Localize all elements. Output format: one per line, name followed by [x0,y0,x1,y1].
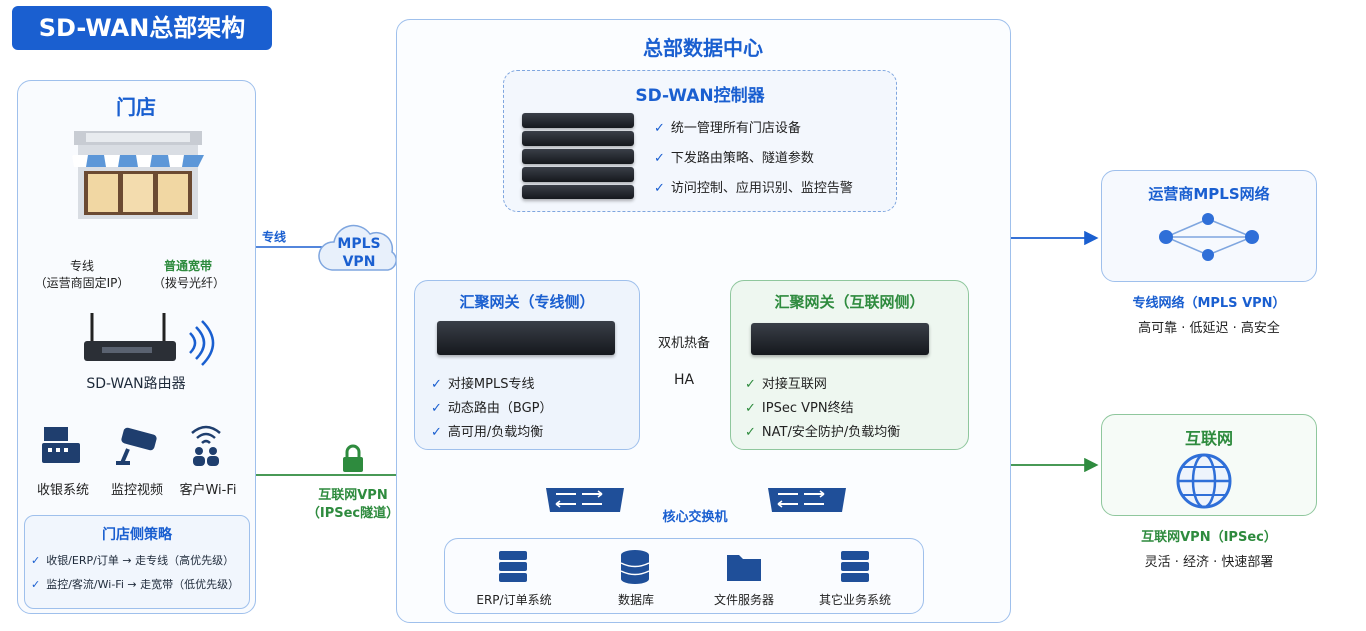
mpls-cloud-label-2: VPN [342,254,376,270]
check-icon: ✓ [654,151,665,166]
router-icon [84,313,215,366]
check-icon: ✓ [31,554,41,567]
dedicated-line-label: 专线 [69,259,94,273]
check-icon: ✓ [745,425,756,440]
policy-item: ✓收银/ERP/订单 → 走专线（高优先级） [31,554,235,567]
check-icon: ✓ [654,181,665,196]
check-icon: ✓ [431,377,442,392]
broadband-note: （拨号光纤） [152,276,225,290]
folder-icon [727,555,761,581]
mpls-features: 高可靠 · 低延迟 · 高安全 [1138,321,1280,336]
datacenter-heading: 总部数据中心 [643,36,763,60]
core-switch-icon [768,488,846,512]
device-wifi-label: 客户Wi-Fi [179,483,237,498]
device-pos-label: 收银系统 [36,483,89,498]
erp-server-icon [499,551,527,582]
service-label: ERP/订单系统 [476,593,552,607]
gateway-dedicated-panel: 汇聚网关（专线侧） ✓对接MPLS专线 ✓动态路由（BGP） ✓高可用/负载均衡 [414,280,640,450]
mpls-cloud-icon [318,224,397,271]
gateway-internet-title: 汇聚网关（互联网侧） [774,293,925,311]
ha-label-2: HA [673,372,695,388]
check-icon: ✓ [431,401,442,416]
check-icon: ✓ [745,401,756,416]
controller-item: ✓统一管理所有门店设备 [654,121,801,136]
cctv-camera-icon [116,427,157,465]
dedicated-link-label: 专线 [262,230,287,244]
gateway-item: ✓IPSec VPN终结 [745,401,854,416]
other-systems-icon [841,551,869,582]
policy-title: 门店侧策略 [102,527,172,543]
page-title: SD-WAN总部架构 [12,6,272,50]
storefront-icon [72,131,204,219]
router-label: SD-WAN路由器 [86,376,186,392]
vpn-link-note: （IPSec隧道） [306,506,400,521]
controller-item: ✓下发路由策略、隧道参数 [654,151,814,166]
controller-rack-icon [522,113,634,199]
internet-caption: 互联网VPN（IPSec） [1141,530,1277,545]
mpls-cloud-label: MPLS [337,236,381,252]
gateway-device-icon [751,323,929,355]
cash-register-icon [42,427,80,463]
mpls-network-panel: 运营商MPLS网络 [1101,170,1317,282]
broadband-label: 普通宽带 [163,259,212,273]
ha-label: 双机热备 [657,336,710,351]
gateway-item: ✓动态路由（BGP） [431,401,553,416]
gateway-device-icon [437,321,615,355]
mpls-caption: 专线网络（MPLS VPN） [1132,296,1286,311]
store-heading: 门店 [116,95,156,119]
core-switch-icon [546,488,624,512]
controller-item: ✓访问控制、应用识别、监控告警 [654,181,853,196]
dedicated-line-note: （运营商固定IP） [34,276,130,290]
internet-features: 灵活 · 经济 · 快速部署 [1144,555,1274,570]
service-label: 数据库 [617,593,654,607]
services-panel: ERP/订单系统 数据库 文件服务器 其它业务系统 [444,538,924,614]
check-icon: ✓ [31,578,41,591]
store-policy-panel: 门店侧策略 ✓收银/ERP/订单 → 走专线（高优先级） ✓监控/客流/Wi-F… [24,515,250,609]
device-video-label: 监控视频 [110,483,163,498]
mpls-network-title: 运营商MPLS网络 [1148,185,1270,203]
gateway-item: ✓NAT/安全防护/负载均衡 [745,425,901,440]
globe-icon [1176,453,1232,509]
mpls-topology-icon [1159,213,1259,261]
core-switch-label: 核心交换机 [662,510,728,525]
vpn-link-label: 互联网VPN [318,488,388,503]
gateway-item: ✓对接互联网 [745,377,827,392]
controller-panel: SD-WAN控制器 ✓统一管理所有门店设备 ✓下发路由策略、隧道参数 ✓访问控制… [503,70,897,212]
service-label: 其它业务系统 [818,593,891,607]
service-label: 文件服务器 [713,593,774,607]
internet-title: 互联网 [1184,429,1233,448]
check-icon: ✓ [745,377,756,392]
check-icon: ✓ [654,121,665,136]
lock-icon [343,444,363,472]
database-icon [620,550,650,584]
gateway-internet-panel: 汇聚网关（互联网侧） ✓对接互联网 ✓IPSec VPN终结 ✓NAT/安全防护… [730,280,969,450]
controller-title: SD-WAN控制器 [635,86,765,106]
policy-item: ✓监控/客流/Wi-Fi → 走宽带（低优先级） [31,578,240,591]
internet-panel: 互联网 [1101,414,1317,516]
gateway-dedicated-title: 汇聚网关（专线侧） [459,293,595,311]
wifi-users-icon [191,425,221,466]
gateway-item: ✓对接MPLS专线 [431,377,535,392]
gateway-item: ✓高可用/负载均衡 [431,425,544,440]
check-icon: ✓ [431,425,442,440]
